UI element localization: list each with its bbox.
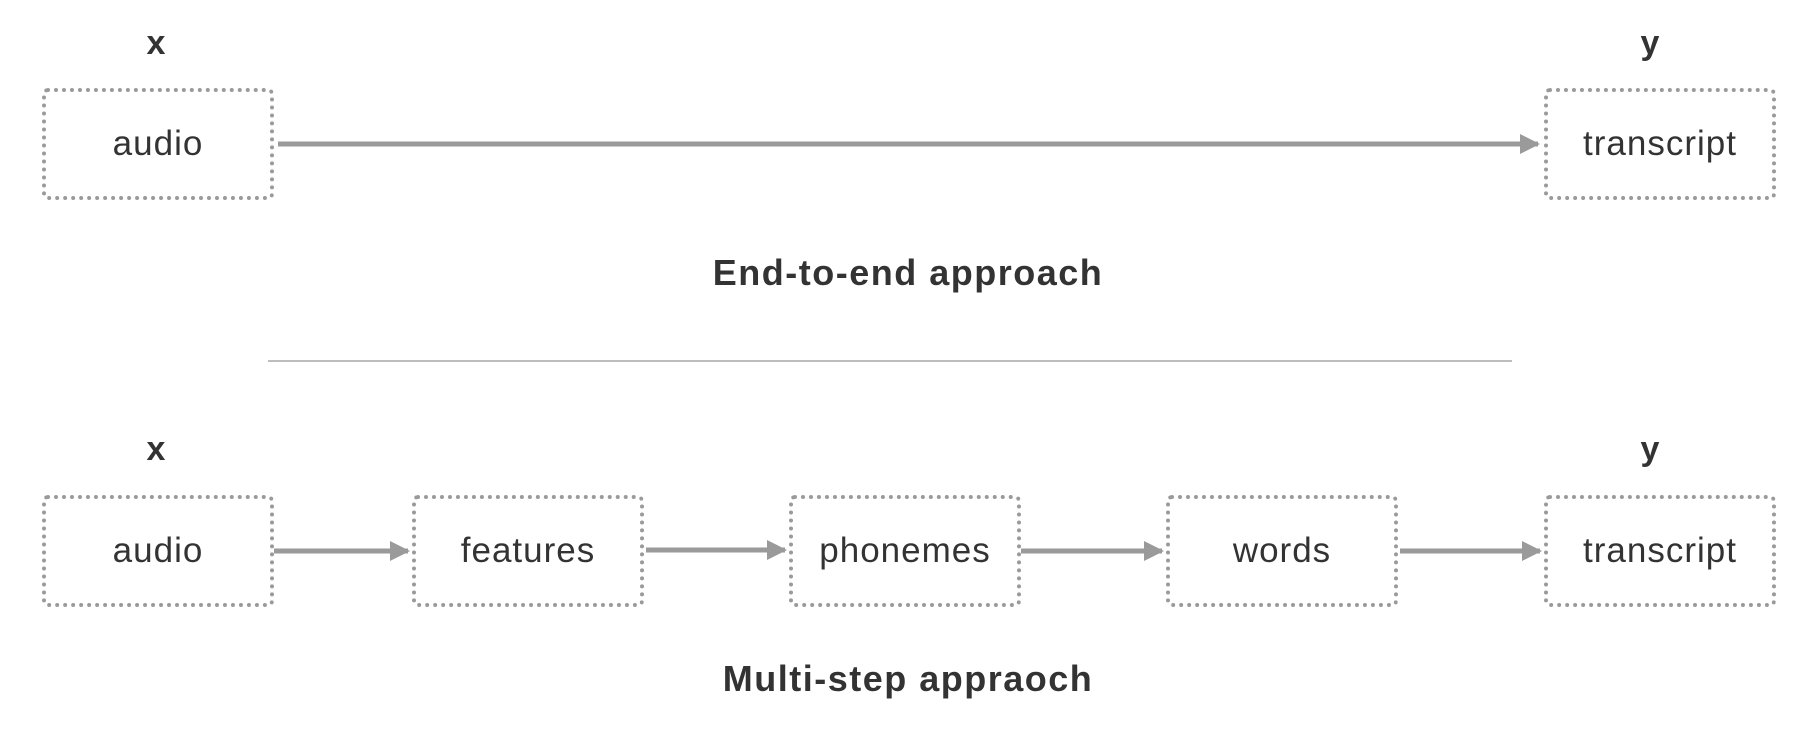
x-label-top: x bbox=[146, 24, 166, 62]
end-to-end-caption: End-to-end approach bbox=[712, 252, 1104, 293]
audio-box-bottom: audio bbox=[42, 495, 274, 607]
features-box: features bbox=[412, 495, 644, 607]
transcript-box-top: transcript bbox=[1544, 88, 1776, 200]
section-divider bbox=[268, 360, 1512, 362]
audio-box-top: audio bbox=[42, 88, 274, 200]
y-label-top: y bbox=[1640, 24, 1660, 62]
y-label-bottom: y bbox=[1640, 430, 1660, 468]
x-label-bottom: x bbox=[146, 430, 166, 468]
transcript-box-bottom: transcript bbox=[1544, 495, 1776, 607]
words-box: words bbox=[1166, 495, 1398, 607]
phonemes-box: phonemes bbox=[789, 495, 1021, 607]
multi-step-caption: Multi-step appraoch bbox=[722, 658, 1094, 699]
